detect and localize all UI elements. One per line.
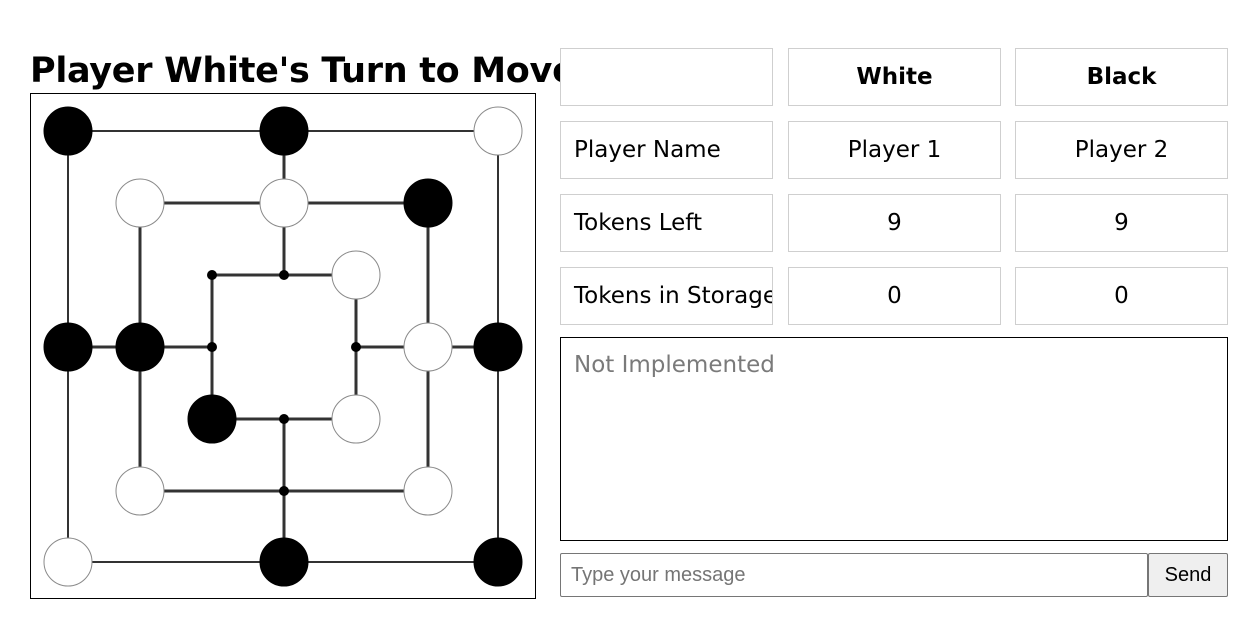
black-player-name: Player 2 [1015, 121, 1228, 179]
board-point-c5-black-token[interactable] [187, 394, 237, 444]
board-point-e4-empty[interactable] [351, 342, 361, 352]
board-point-b6-white-token[interactable] [115, 466, 165, 516]
board-point-d7-black-token[interactable] [259, 537, 309, 587]
white-player-name: Player 1 [788, 121, 1001, 179]
board-point-d5-empty[interactable] [279, 414, 289, 424]
board-point-a7-white-token[interactable] [43, 537, 93, 587]
stats-label-player-name: Player Name [560, 121, 773, 179]
send-button[interactable]: Send [1148, 553, 1228, 597]
board-point-e5-white-token[interactable] [331, 394, 381, 444]
board-point-a1-black-token[interactable] [43, 106, 93, 156]
turn-status-title: Player White's Turn to Move [30, 51, 576, 91]
board-points [43, 106, 523, 587]
board-point-d6-empty[interactable] [279, 486, 289, 496]
stats-header-white: White [788, 48, 1001, 106]
board-point-g4-black-token[interactable] [473, 322, 523, 372]
board-point-f6-white-token[interactable] [403, 466, 453, 516]
board-point-f4-white-token[interactable] [403, 322, 453, 372]
message-input[interactable] [560, 553, 1148, 597]
board-point-d1-black-token[interactable] [259, 106, 309, 156]
black-tokens-in-storage: 0 [1015, 267, 1228, 325]
stats-header-black: Black [1015, 48, 1228, 106]
board-point-b2-white-token[interactable] [115, 178, 165, 228]
board-point-g1-white-token[interactable] [473, 106, 523, 156]
game-board [30, 93, 536, 599]
board-point-b4-black-token[interactable] [115, 322, 165, 372]
white-tokens-left: 9 [788, 194, 1001, 252]
black-tokens-left: 9 [1015, 194, 1228, 252]
board-point-c4-empty[interactable] [207, 342, 217, 352]
stats-header-blank [560, 48, 773, 106]
board-point-d3-empty[interactable] [279, 270, 289, 280]
board-point-e3-white-token[interactable] [331, 250, 381, 300]
inner-ring-line [210, 273, 358, 421]
board-point-g7-black-token[interactable] [473, 537, 523, 587]
stats-label-tokens-left: Tokens Left [560, 194, 773, 252]
white-tokens-in-storage: 0 [788, 267, 1001, 325]
stats-label-tokens-in-storage: Tokens in Storage [560, 267, 773, 325]
board-point-a4-black-token[interactable] [43, 322, 93, 372]
chat-log[interactable] [560, 337, 1228, 541]
board-point-c3-empty[interactable] [207, 270, 217, 280]
board-point-f2-black-token[interactable] [403, 178, 453, 228]
board-point-d2-white-token[interactable] [259, 178, 309, 228]
